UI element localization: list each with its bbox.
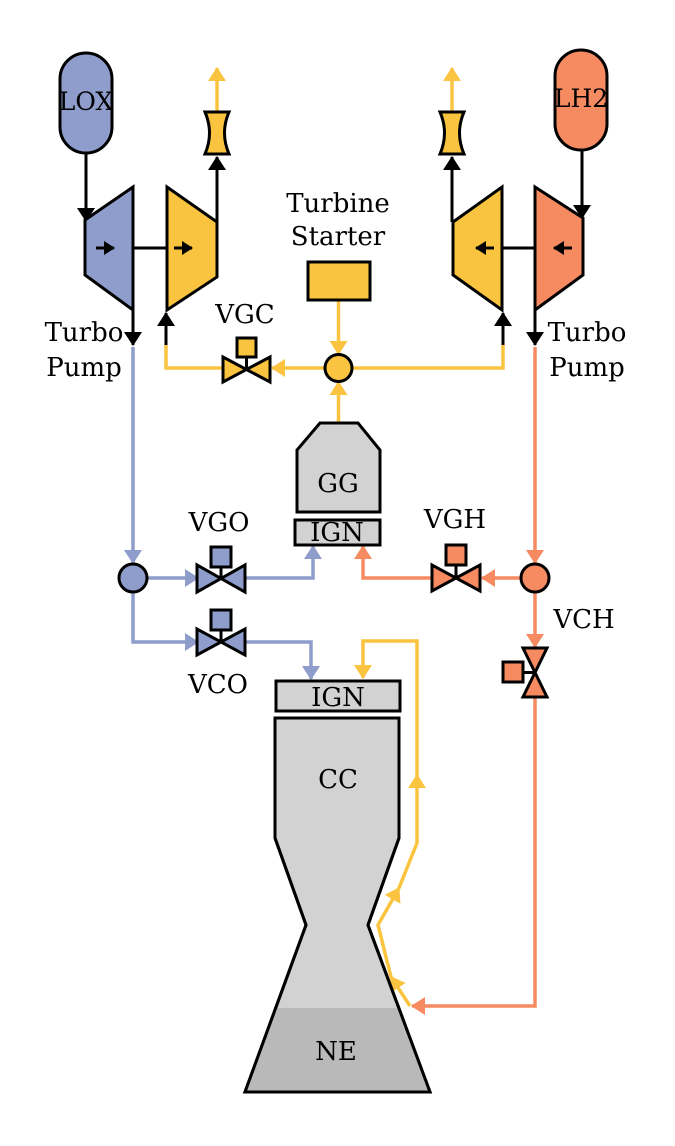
turbo-pump-right-label-2: Pump xyxy=(549,353,625,383)
tank-feed-lines xyxy=(77,150,591,346)
pipe-vgh-to-gg-igniter xyxy=(354,545,432,580)
combustion-chamber-label: CC xyxy=(318,765,358,795)
valve-vco: VCO xyxy=(187,608,248,700)
lh2-tank xyxy=(553,48,609,152)
vgo-actuator xyxy=(209,545,233,569)
vch-label: VCH xyxy=(552,605,614,635)
pipe-junction-to-right-turbine xyxy=(352,345,505,370)
hot-gas-pipes xyxy=(157,300,512,423)
vgh-body xyxy=(430,562,482,594)
lox-tank xyxy=(58,51,114,155)
oxidizer-junction xyxy=(117,562,149,594)
vgc-body xyxy=(221,354,272,385)
turbine-exhausts xyxy=(208,67,461,222)
right-exhaust-venturi xyxy=(437,110,467,156)
vgh-label: VGH xyxy=(423,505,486,535)
valve-vch: VCH xyxy=(501,605,615,699)
oxidizer-pipes xyxy=(124,347,322,680)
vgc-label: VGC xyxy=(214,300,274,330)
turbine-starter xyxy=(306,260,372,302)
vgo-label: VGO xyxy=(188,508,250,538)
left-exhaust-venturi xyxy=(202,110,232,156)
valve-vgc: VGC xyxy=(214,300,275,385)
vco-actuator xyxy=(209,608,233,632)
lox-tank-label: LOX xyxy=(59,87,114,116)
pipe-vch-to-nozzle-cooling xyxy=(411,697,537,1015)
pipe-vgo-to-gg-igniter xyxy=(245,545,322,580)
regenerative-cooling-pipes xyxy=(354,639,426,1007)
fuel-junction xyxy=(519,562,551,594)
lox-turbopump xyxy=(83,110,232,313)
pipe-vgc-to-left-turbine xyxy=(164,345,223,370)
lh2-turbopump xyxy=(437,110,585,313)
turbo-pump-left-label-1: Turbo xyxy=(45,318,124,348)
coolant-to-cc-igniter xyxy=(354,639,419,775)
cc-igniter xyxy=(274,679,402,713)
vco-body xyxy=(195,626,247,658)
chamber-outline xyxy=(242,716,433,1094)
vch-actuator xyxy=(501,660,525,684)
vgc-actuator xyxy=(235,336,258,359)
vch-body xyxy=(520,646,550,699)
turbine-starter-label-1: Turbine xyxy=(286,189,390,219)
lh2-tank-label: LH2 xyxy=(554,84,608,113)
valve-vgh: VGH xyxy=(423,505,486,594)
hot-gas-junction xyxy=(323,353,354,383)
cc-igniter-label: IGN xyxy=(311,683,365,713)
nozzle-extension-section xyxy=(245,1008,430,1092)
turbo-pump-right-label-1: Turbo xyxy=(548,318,627,348)
turbine-starter-label-2: Starter xyxy=(291,222,386,252)
gas-generator-label: GG xyxy=(317,469,359,499)
pipe-vco-to-cc-igniter xyxy=(245,640,320,680)
vgh-actuator xyxy=(444,543,468,567)
vgo-body xyxy=(195,562,247,595)
nozzle-extension-label: NE xyxy=(315,1037,357,1067)
coolant-nozzle-segment-2 xyxy=(376,887,401,978)
gg-igniter-label: IGN xyxy=(310,518,364,548)
turbo-pump-left-label-2: Pump xyxy=(46,353,122,383)
valve-vgo: VGO xyxy=(188,508,250,595)
coolant-nozzle-segment-1 xyxy=(389,976,412,1007)
coolant-chamber-riser xyxy=(397,774,426,889)
vco-label: VCO xyxy=(187,670,248,700)
gg-igniter xyxy=(293,518,382,547)
pipe-manifold-to-vco xyxy=(131,592,199,651)
fuel-pipes xyxy=(354,347,544,1015)
gas-generator xyxy=(295,421,382,514)
